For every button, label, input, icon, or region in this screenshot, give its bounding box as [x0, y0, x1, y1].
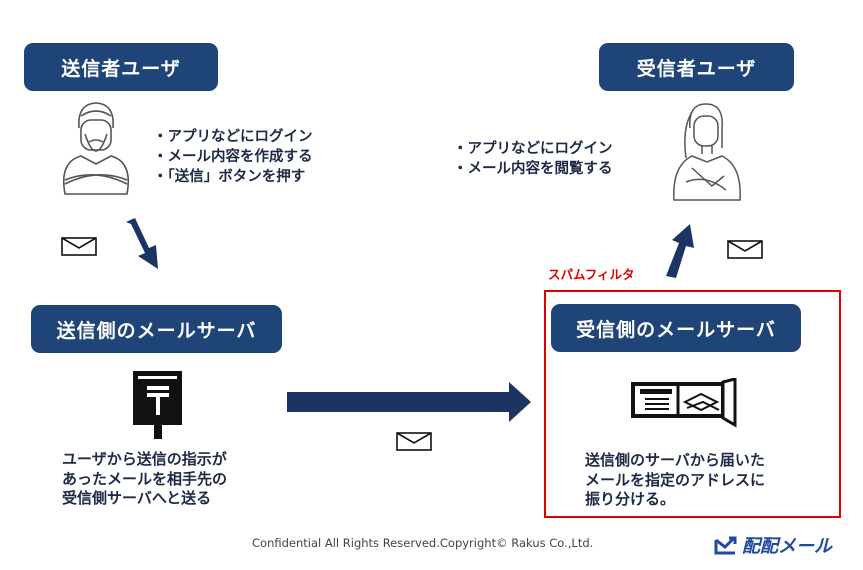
- description-line: 振り分ける。: [585, 490, 676, 508]
- sender-step: ・アプリなどにログイン: [153, 129, 313, 145]
- sender-user-title: 送信者ユーザ: [24, 43, 218, 91]
- sender-server-title: 送信側のメールサーバ: [31, 305, 282, 353]
- sender-server-description: ユーザから送信の指示が あったメールを相手先の 受信側サーバへと送る: [62, 450, 227, 509]
- sender-person-icon: [62, 102, 130, 195]
- receiver-server-title: 受信側のメールサーバ: [551, 304, 801, 352]
- arrow-up-icon: [666, 224, 694, 278]
- envelope-icon: [61, 237, 97, 256]
- description-line: メールを指定のアドレスに: [585, 470, 766, 489]
- postbox-icon: [133, 371, 182, 439]
- sender-steps: ・アプリなどにログイン ・メール内容を作成する ・「送信」ボタンを押す: [153, 127, 313, 187]
- description-line: ユーザから送信の指示が: [62, 450, 227, 468]
- envelope-icon: [396, 432, 432, 451]
- receiver-server-description: 送信側のサーバから届いた メールを指定のアドレスに 振り分ける。: [585, 451, 765, 510]
- description-line: 受信側サーバへと送る: [62, 489, 212, 507]
- description-line: あったメールを相手先の: [62, 469, 228, 488]
- spam-filter-box: [544, 290, 841, 518]
- arrow-right-icon: [287, 382, 531, 422]
- spam-filter-label: スパムフィルタ: [548, 267, 635, 282]
- receiver-step: ・メール内容を閲覧する: [453, 161, 613, 177]
- receiver-person-icon: [673, 103, 741, 201]
- arrow-down-icon: [126, 218, 158, 269]
- description-line: 送信側のサーバから届いた: [585, 451, 765, 469]
- receiver-step: ・アプリなどにログイン: [453, 141, 613, 157]
- footer-copyright: Confidential All Rights Reserved.Copyrig…: [252, 536, 594, 550]
- receiver-user-title: 受信者ユーザ: [599, 43, 794, 91]
- sender-step: ・「送信」ボタンを押す: [153, 169, 306, 185]
- logo-text: 配配メール: [742, 536, 832, 557]
- envelope-icon: [727, 240, 763, 259]
- receiver-steps: ・アプリなどにログイン ・メール内容を閲覧する: [453, 139, 613, 179]
- mailbox-icon: [631, 378, 737, 428]
- brand-logo: 配配メール: [713, 532, 832, 558]
- logo-mail-icon: [714, 536, 737, 555]
- sender-step: ・メール内容を作成する: [153, 149, 313, 165]
